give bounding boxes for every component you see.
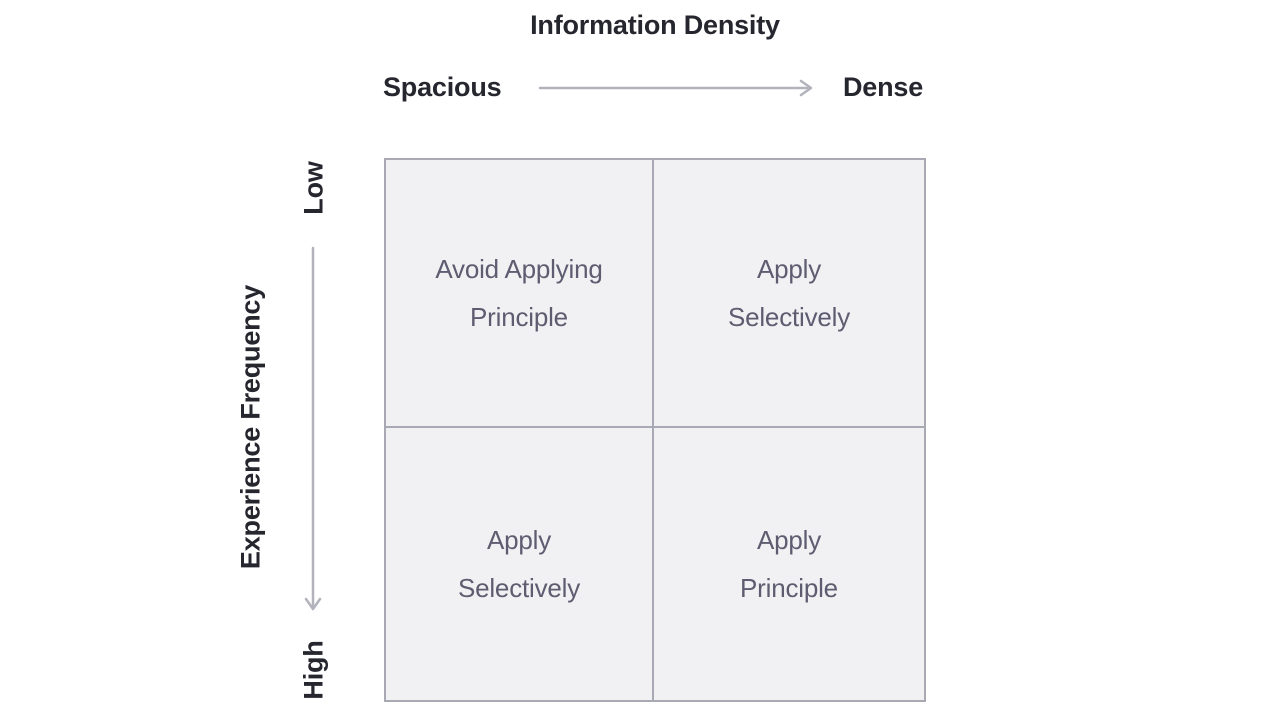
x-axis-start-label: Spacious — [383, 72, 502, 102]
y-axis-title: Experience Frequency — [235, 284, 266, 570]
quadrant-label-line: Apply — [756, 525, 822, 555]
arrow-down-icon — [304, 246, 322, 611]
quadrant-label-line: Selectively — [727, 302, 851, 332]
quadrant-grid: Avoid Applying Principle Apply Selective… — [384, 158, 926, 702]
quadrant-top-right: Apply Selectively — [654, 160, 924, 428]
x-axis-end-label: Dense — [843, 72, 924, 102]
quadrant-label-line: Apply — [756, 254, 822, 284]
quadrant-top-left: Avoid Applying Principle — [386, 160, 654, 428]
quadrant-label-line: Principle — [470, 302, 568, 332]
quadrant-label-line: Selectively — [457, 573, 581, 603]
x-axis-title: Information Density — [530, 10, 780, 40]
y-axis-start-label: Low — [298, 161, 329, 215]
quadrant-label-line: Apply — [486, 525, 552, 555]
quadrant-label-line: Avoid Applying — [435, 254, 603, 284]
quadrant-bottom-right: Apply Principle — [654, 428, 924, 700]
arrow-right-icon — [538, 79, 813, 97]
y-axis-end-label: High — [298, 640, 329, 700]
quadrant-label-line: Principle — [740, 573, 838, 603]
quadrant-bottom-left: Apply Selectively — [386, 428, 654, 700]
